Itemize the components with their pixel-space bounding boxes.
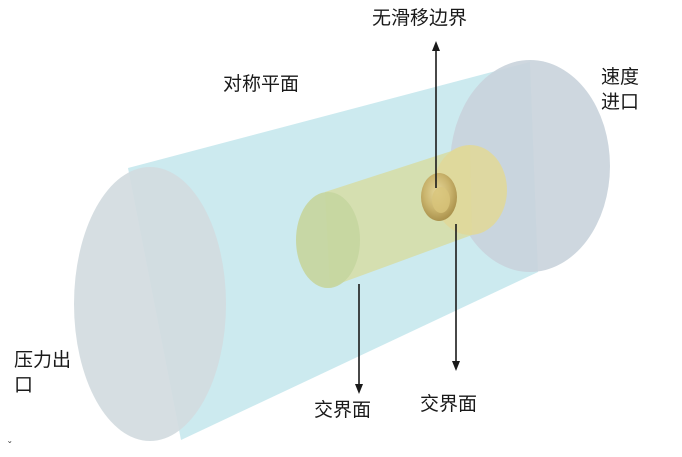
label-interface-1: 交界面 [314,399,372,421]
inner-front-face [296,192,360,288]
label-pressure-outlet: 压力出口 [14,349,72,396]
no-slip-body [421,173,457,221]
label-no-slip-boundary: 无滑移边界 [372,7,468,29]
pressure-outlet-face [74,167,226,441]
label-symmetry-plane: 对称平面 [223,73,300,95]
no-slip-disc-inner [432,187,450,213]
label-interface-2: 交界面 [420,393,478,415]
corner-mark: ˇ [7,440,13,453]
label-velocity-inlet: 速度进口 [600,66,639,113]
